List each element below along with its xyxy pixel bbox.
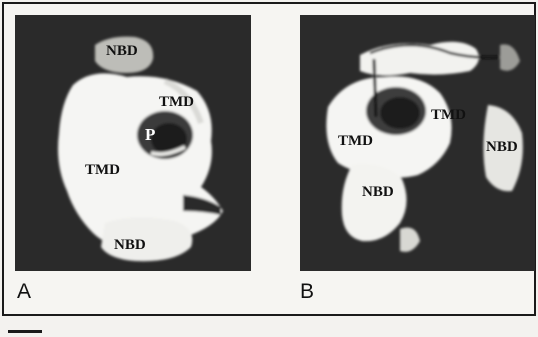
label-b-nbd-right: NBD bbox=[486, 140, 518, 155]
panel-a-letter: A bbox=[17, 281, 31, 302]
label-b-tmd-left: TMD bbox=[338, 134, 373, 149]
label-a-pore: P bbox=[145, 126, 155, 143]
panel-b-letter: B bbox=[300, 281, 314, 302]
scale-bar bbox=[8, 330, 42, 333]
label-a-nbd-bottom: NBD bbox=[114, 238, 146, 253]
label-a-nbd-top: NBD bbox=[106, 44, 138, 59]
label-b-tmd-center: TMD bbox=[431, 108, 466, 123]
label-a-tmd-left: TMD bbox=[85, 163, 120, 178]
label-b-nbd-bottom: NBD bbox=[362, 185, 394, 200]
label-a-tmd-right: TMD bbox=[159, 95, 194, 110]
